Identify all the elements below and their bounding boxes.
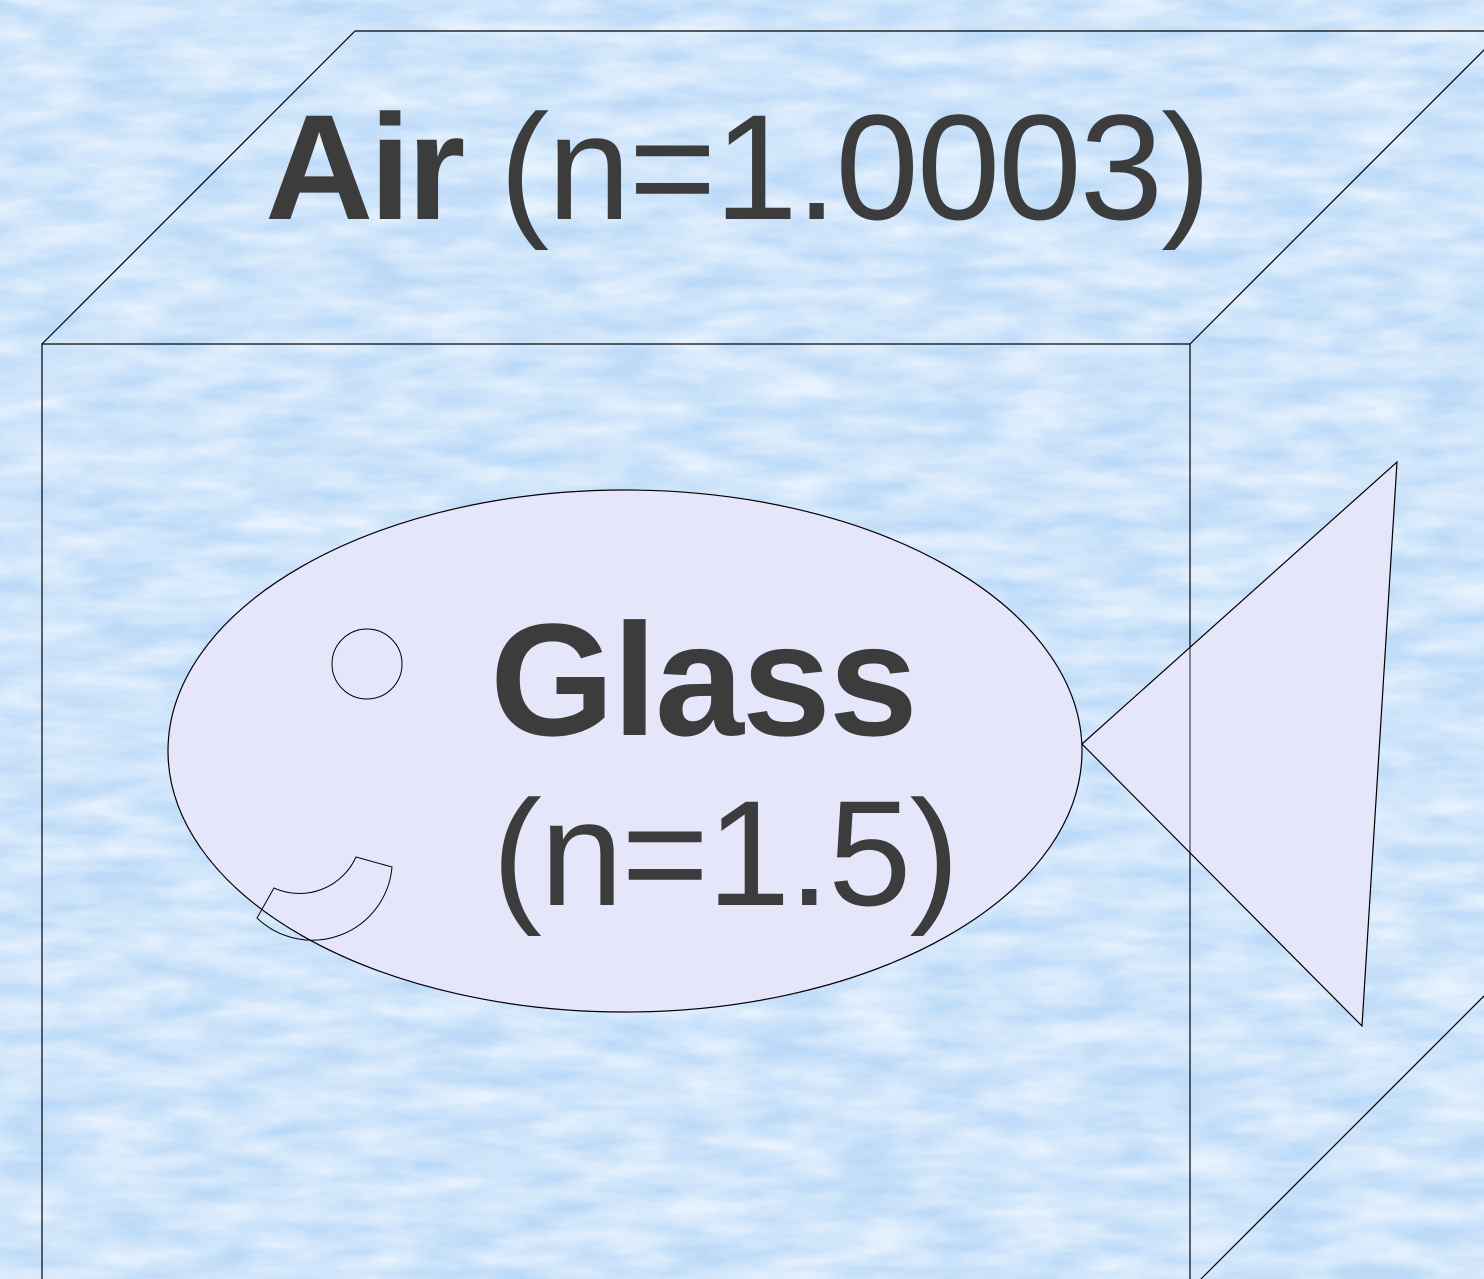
air-name: Air — [265, 83, 465, 251]
fish-mouth — [256, 856, 393, 941]
air-refractive-index: (n=1.0003) — [499, 83, 1211, 251]
cube-edge-bottom-right — [1200, 995, 1484, 1279]
cube-edge-top-left — [41, 30, 356, 345]
glass-name: Glass — [490, 590, 918, 769]
cube-edge-top-right — [1189, 49, 1484, 345]
fish-body — [167, 489, 1083, 1013]
fish-tail — [1081, 460, 1398, 1028]
fish-eye — [331, 628, 403, 700]
glass-refractive-index: (n=1.5) — [492, 769, 959, 937]
air-label: Air(n=1.0003) — [265, 92, 1211, 242]
